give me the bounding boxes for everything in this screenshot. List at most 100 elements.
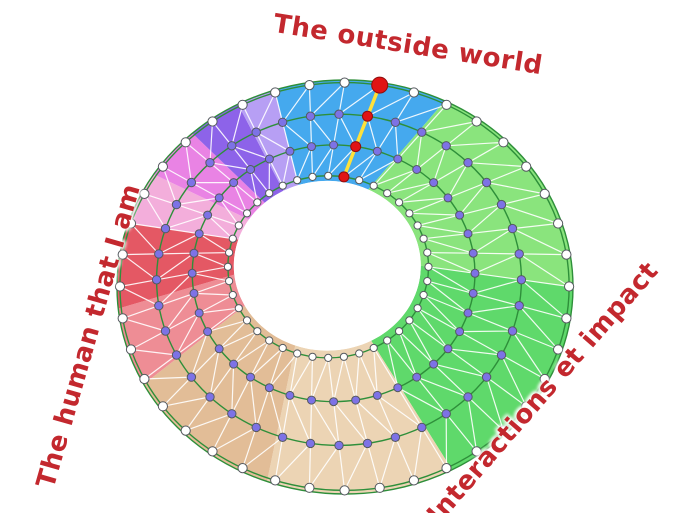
graph-node[interactable]: [157, 401, 168, 412]
graph-node[interactable]: [468, 248, 478, 258]
graph-node[interactable]: [225, 248, 234, 257]
graph-node[interactable]: [481, 372, 492, 382]
sector-green[interactable]: [371, 265, 573, 470]
graph-node[interactable]: [203, 210, 213, 220]
graph-node[interactable]: [227, 409, 237, 419]
graph-node[interactable]: [443, 193, 453, 203]
graph-node[interactable]: [227, 141, 237, 151]
graph-node[interactable]: [498, 137, 509, 148]
graph-node[interactable]: [507, 223, 518, 234]
graph-node[interactable]: [265, 189, 274, 198]
graph-node[interactable]: [186, 177, 197, 188]
graph-node[interactable]: [539, 373, 550, 385]
graph-node[interactable]: [429, 178, 439, 188]
graph-node[interactable]: [125, 344, 137, 355]
sector-lavender[interactable]: [238, 90, 299, 191]
graph-node[interactable]: [441, 463, 452, 474]
graph-node[interactable]: [324, 171, 333, 180]
graph-node[interactable]: [270, 87, 281, 98]
graph-node[interactable]: [171, 350, 182, 360]
graph-node[interactable]: [498, 425, 509, 436]
graph-node[interactable]: [278, 181, 287, 190]
sector-orchid[interactable]: [153, 133, 265, 220]
graph-node[interactable]: [251, 422, 261, 433]
graph-node[interactable]: [471, 446, 482, 457]
graph-node[interactable]: [561, 313, 572, 324]
graph-node[interactable]: [214, 344, 224, 354]
graph-node[interactable]: [423, 277, 432, 286]
graph-node[interactable]: [157, 161, 168, 172]
graph-node[interactable]: [117, 249, 128, 260]
graph-node[interactable]: [339, 77, 350, 88]
graph-node[interactable]: [390, 432, 401, 442]
graph-node[interactable]: [242, 316, 252, 325]
graph-node[interactable]: [228, 234, 237, 243]
graph-node[interactable]: [374, 482, 385, 493]
graph-node[interactable]: [369, 343, 378, 353]
graph-node[interactable]: [423, 248, 432, 257]
graph-node[interactable]: [419, 234, 428, 243]
graph-node[interactable]: [339, 485, 350, 496]
graph-node[interactable]: [171, 199, 182, 210]
graph-node[interactable]: [180, 425, 191, 436]
graph-node[interactable]: [203, 327, 213, 337]
graph-node[interactable]: [160, 223, 171, 234]
graph-node[interactable]: [412, 372, 422, 382]
graph-node[interactable]: [160, 326, 171, 336]
graph-node[interactable]: [139, 188, 150, 199]
graph-node[interactable]: [246, 372, 255, 382]
graph-node[interactable]: [139, 373, 150, 385]
graph-node[interactable]: [237, 99, 248, 110]
graph-node[interactable]: [351, 395, 361, 405]
graph-node[interactable]: [471, 116, 482, 127]
graph-node[interactable]: [470, 268, 480, 278]
graph-node[interactable]: [393, 154, 403, 164]
graph-node[interactable]: [561, 249, 572, 260]
graph-node[interactable]: [251, 127, 261, 137]
graph-node[interactable]: [468, 288, 478, 298]
graph-node[interactable]: [372, 146, 382, 156]
graph-node[interactable]: [395, 327, 404, 336]
graph-node[interactable]: [516, 275, 527, 285]
graph-node[interactable]: [355, 176, 364, 185]
graph-node[interactable]: [455, 210, 465, 220]
graph-node[interactable]: [372, 390, 382, 400]
graph-node[interactable]: [194, 308, 204, 318]
graph-node[interactable]: [154, 301, 164, 311]
graph-node[interactable]: [234, 221, 243, 230]
graph-node[interactable]: [405, 316, 414, 325]
graph-node[interactable]: [246, 165, 255, 174]
graph-node[interactable]: [496, 350, 507, 360]
graph-node[interactable]: [514, 249, 524, 259]
graph-node[interactable]: [496, 199, 507, 210]
graph-node[interactable]: [553, 344, 564, 355]
sector-red[interactable]: [117, 223, 239, 309]
graph-node[interactable]: [214, 193, 224, 203]
graph-node[interactable]: [194, 229, 204, 239]
graph-node[interactable]: [304, 80, 315, 91]
graph-node[interactable]: [253, 198, 262, 207]
graph-node[interactable]: [324, 353, 333, 362]
graph-node[interactable]: [393, 383, 403, 393]
graph-node[interactable]: [419, 290, 428, 300]
graph-node[interactable]: [277, 117, 288, 128]
graph-node[interactable]: [305, 438, 316, 449]
graph-node[interactable]: [223, 262, 232, 271]
graph-node[interactable]: [207, 446, 218, 457]
graph-node[interactable]: [114, 281, 126, 292]
graph-node[interactable]: [285, 146, 295, 156]
graph-node[interactable]: [308, 352, 317, 361]
graph-node[interactable]: [443, 344, 453, 354]
graph-node[interactable]: [253, 327, 262, 336]
graph-node[interactable]: [507, 326, 518, 336]
graph-node[interactable]: [390, 117, 401, 128]
graph-node[interactable]: [417, 127, 427, 137]
graph-node[interactable]: [408, 475, 419, 486]
graph-node[interactable]: [553, 218, 564, 229]
graph-node[interactable]: [293, 176, 302, 185]
graph-node[interactable]: [265, 336, 274, 345]
graph-node[interactable]: [564, 281, 575, 292]
graph-node[interactable]: [264, 383, 274, 393]
graph-node[interactable]: [521, 161, 532, 172]
graph-node[interactable]: [117, 313, 128, 324]
